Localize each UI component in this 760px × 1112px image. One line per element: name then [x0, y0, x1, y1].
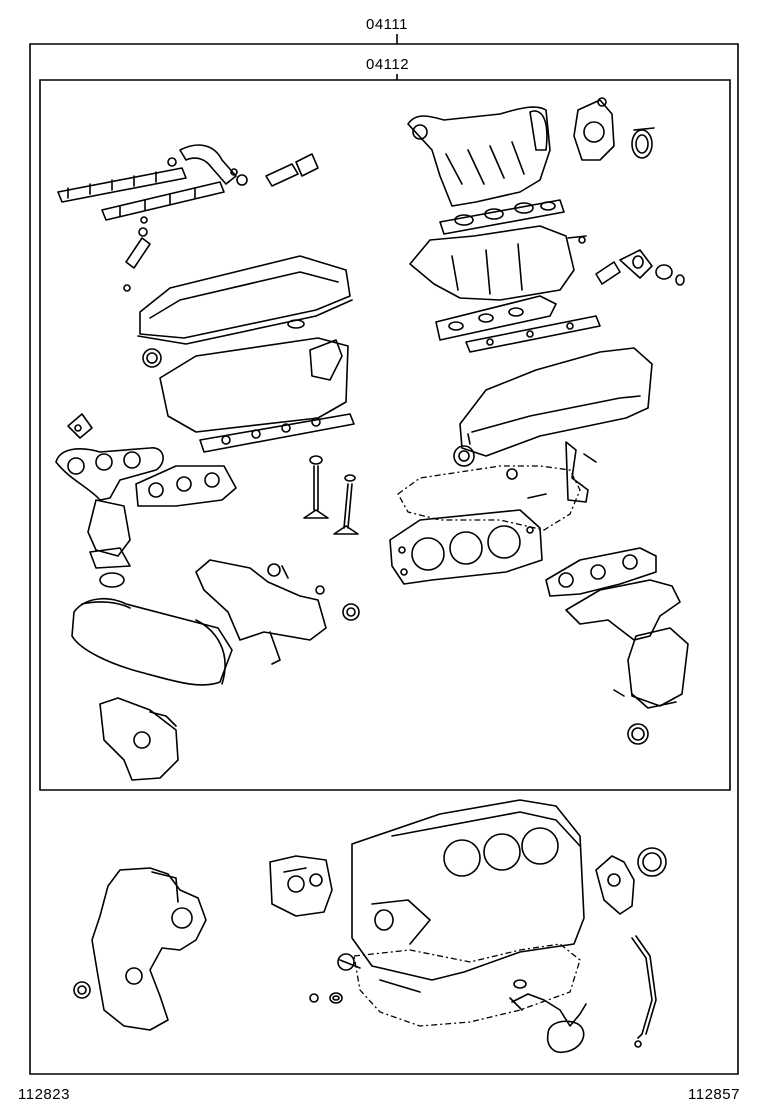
exhaust-manifold-left: [56, 414, 163, 587]
ref-number-bottom-left: 112823: [18, 1086, 70, 1103]
cylinder-head-left: [160, 338, 354, 452]
oil-strainer: [510, 980, 586, 1052]
drain-plug-gaskets: [310, 993, 342, 1003]
oil-pump-gasket: [270, 856, 332, 916]
fuel-injector: [124, 217, 150, 291]
ref-number-bottom-right: 112857: [688, 1086, 740, 1103]
intake-duct-left: [72, 599, 232, 685]
intake-manifold-upper: [408, 107, 550, 206]
inner-kit-frame: [40, 80, 730, 790]
intake-gasket-right: [440, 200, 564, 234]
throttle-body: [574, 98, 654, 160]
head-cover-right: [454, 348, 652, 466]
fuel-rail-assembly: [58, 145, 318, 220]
exhaust-manifold-right: [546, 548, 688, 744]
outer-kit-part-number: 04111: [366, 16, 408, 33]
outer-kit-frame: [30, 44, 738, 1074]
cylinder-head-right: [398, 442, 596, 530]
exhaust-gasket-left: [136, 466, 236, 506]
valves: [304, 456, 358, 534]
timing-belt-cover-left: [196, 560, 359, 664]
rear-oil-seal: [596, 848, 666, 914]
head-gasket-right: [390, 510, 542, 584]
head-cover-left: [138, 256, 352, 367]
oil-pan: [354, 944, 580, 1026]
intake-plenum-right: [410, 226, 684, 300]
timing-cover-bottom-left: [74, 868, 206, 1030]
dipstick-guide: [632, 936, 656, 1047]
intake-gasket-lower-right: [436, 296, 600, 352]
inner-kit-part-number: 04112: [366, 56, 410, 73]
engine-block: [338, 800, 584, 980]
timing-cover-lower-left: [100, 698, 178, 780]
